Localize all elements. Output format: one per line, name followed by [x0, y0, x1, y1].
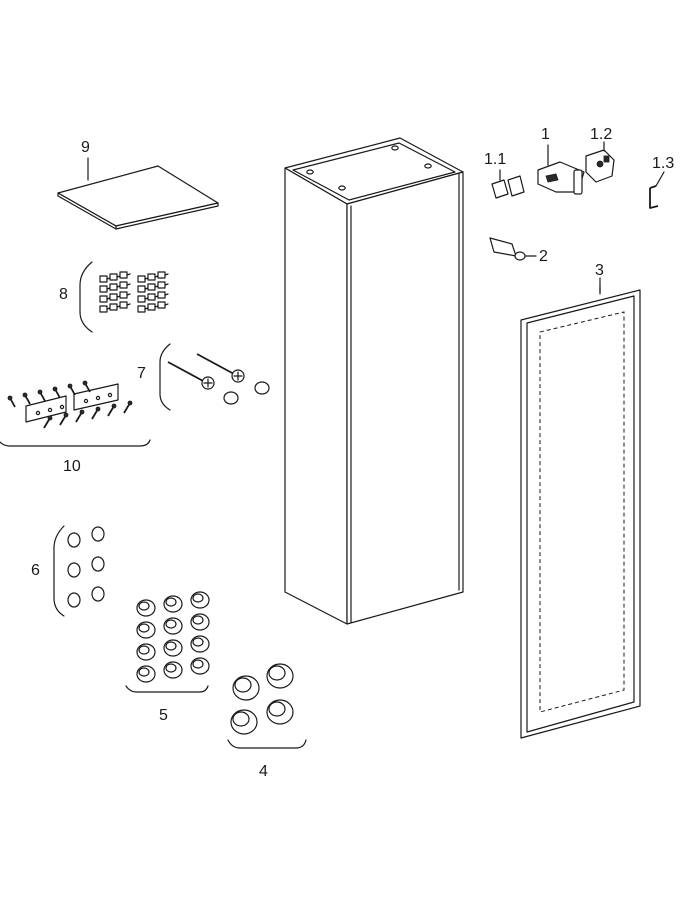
shelf-supports — [99, 271, 169, 313]
hinge-cover-plates — [491, 169, 525, 199]
label-part-6: 6 — [31, 562, 40, 579]
label-part-3: 3 — [595, 262, 604, 279]
label-part-7: 7 — [137, 365, 146, 382]
label-part-10: 10 — [63, 458, 81, 475]
wall-brackets — [7, 380, 133, 429]
bumpers — [136, 591, 210, 683]
hinge-assembly — [537, 144, 585, 195]
cover-caps — [67, 526, 105, 608]
knobs — [230, 663, 294, 735]
label-part-5: 5 — [159, 707, 168, 724]
label-part-1: 1 — [541, 126, 550, 143]
label-part-8: 8 — [59, 286, 68, 303]
label-part-1-1: 1.1 — [484, 151, 506, 168]
glass-shelf — [57, 157, 219, 230]
screws-and-plugs — [167, 353, 270, 405]
cabinet-body — [284, 137, 464, 625]
label-part-2: 2 — [539, 248, 548, 265]
door-damper — [489, 237, 537, 261]
label-part-1-2: 1.2 — [590, 126, 612, 143]
mounting-plate — [585, 141, 615, 183]
clip-part — [649, 171, 665, 209]
label-part-4: 4 — [259, 763, 268, 780]
label-part-9: 9 — [81, 139, 90, 156]
label-part-1-3: 1.3 — [652, 155, 674, 172]
door-panel — [520, 286, 641, 739]
